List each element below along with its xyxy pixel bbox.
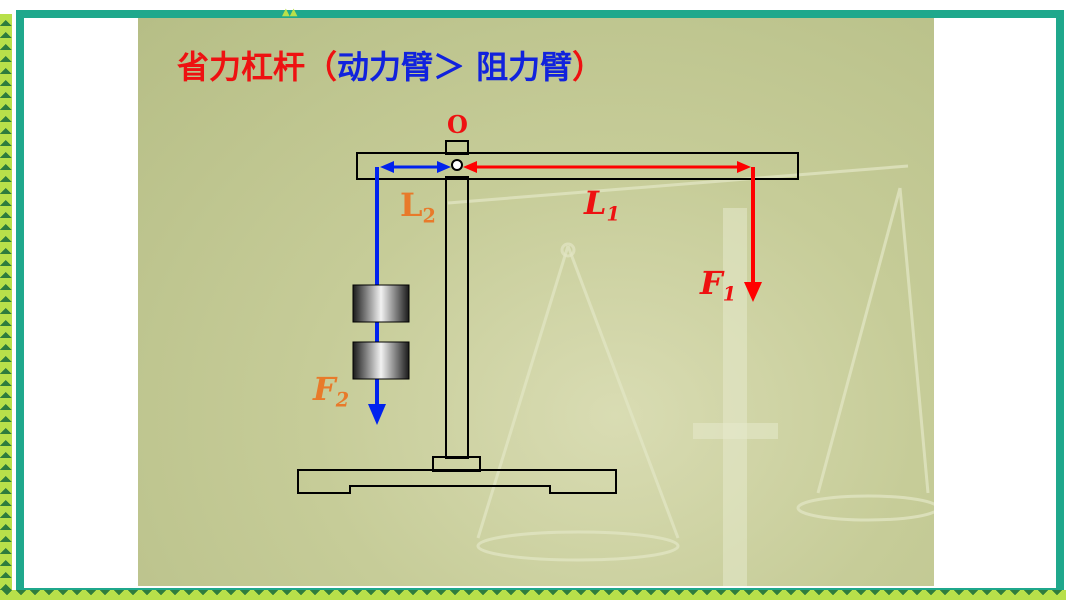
F2-label-main: F: [313, 370, 336, 408]
L1-label-sub: 1: [606, 202, 620, 226]
L2-label: L2: [400, 186, 436, 228]
title-lever-type: 省力杠杆（: [177, 48, 338, 86]
L2-label-sub: 2: [422, 204, 436, 228]
F1-label-sub: 1: [722, 282, 737, 306]
F1-label-main: F: [700, 264, 723, 302]
force-F1-arrow: [744, 167, 762, 302]
title-close-paren: ）: [572, 48, 605, 86]
lever-beam: [356, 152, 799, 180]
L2-label-main: L: [400, 186, 423, 224]
F1-label: F1: [700, 264, 736, 306]
arm-L1-arrow: [463, 161, 751, 173]
weight-block-upper: [352, 284, 410, 323]
pivot-label: O: [447, 110, 468, 139]
stand-post: [445, 176, 469, 459]
stand-foot-block: [432, 456, 481, 472]
decorative-bottom-strip: [0, 590, 1066, 600]
fulcrum-point: [451, 159, 463, 171]
background-scale-illustration: [447, 164, 934, 586]
slide-title: 省力杠杆（动力臂＞ 阻力臂）: [177, 44, 604, 90]
L1-label-main: L: [584, 184, 607, 222]
decorative-left-strip: [0, 14, 12, 594]
weight-block-lower: [352, 341, 410, 380]
title-condition: 动力臂＞ 阻力臂: [337, 48, 573, 86]
pivot-label-text: O: [447, 110, 468, 139]
L1-label: L1: [584, 184, 620, 226]
background-panel: [138, 18, 934, 586]
F2-label-sub: 2: [335, 388, 350, 412]
arm-L2-arrow: [380, 161, 451, 173]
decorative-top-triangles: ▲▲: [282, 7, 298, 18]
stand-base: [297, 469, 617, 494]
F2-label: F2: [313, 370, 349, 412]
